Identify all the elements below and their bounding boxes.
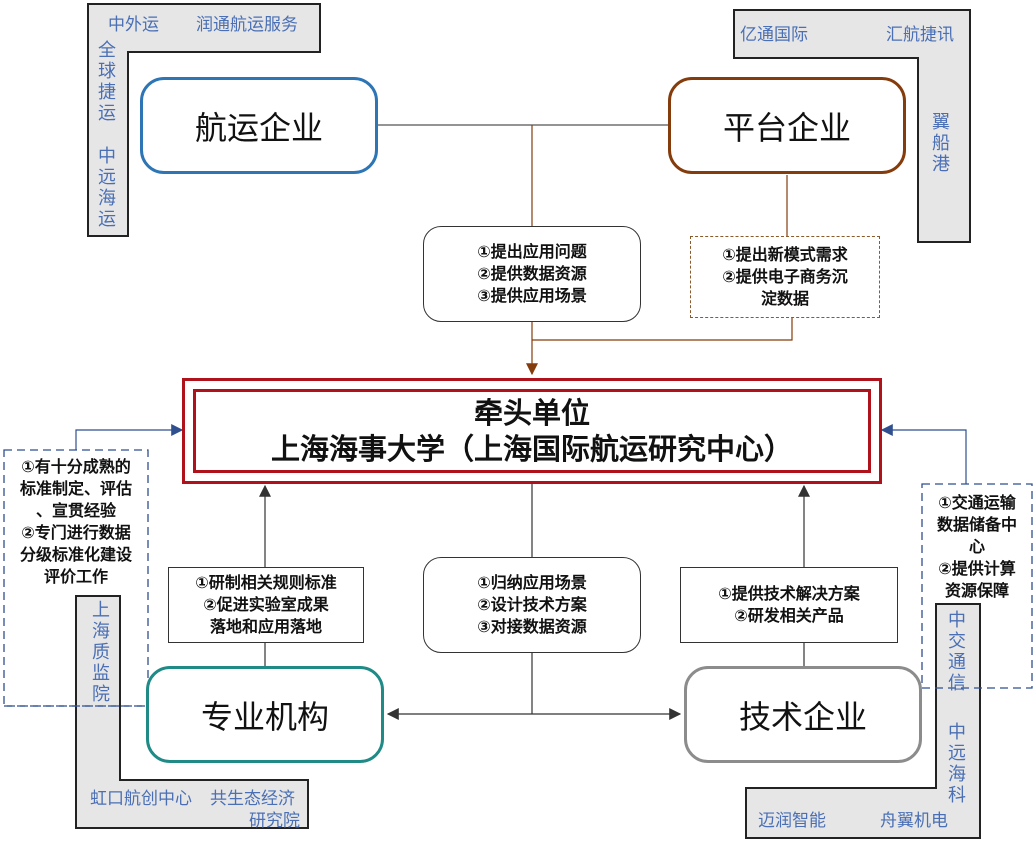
company-label: 全球捷运 xyxy=(98,40,116,124)
company-label: 研究院 xyxy=(249,811,300,831)
arrow-left-to-lead xyxy=(75,424,184,450)
lead-unit-box: 牵头单位 上海海事大学（上海国际航运研究中心） xyxy=(182,378,882,484)
company-label: 中远海科 xyxy=(948,722,966,806)
lead-subtitle: 上海海事大学（上海国际航运研究中心） xyxy=(270,432,793,466)
link-platform-to-lead xyxy=(532,318,793,341)
note-shipping: ①提出应用问题 ②提供数据资源 ③提供应用场景 xyxy=(423,226,641,322)
note-institution-line: 落地和应用落地 xyxy=(209,617,322,636)
group-panel-bottom-right xyxy=(745,603,981,839)
group-panel-top-left xyxy=(87,3,321,237)
entity-tech: 技术企业 xyxy=(684,666,922,763)
note-tech-line: ①提供技术解决方案 xyxy=(718,584,860,603)
note-center: ①归纳应用场景 ②设计技术方案 ③对接数据资源 xyxy=(423,557,641,653)
entity-platform: 平台企业 xyxy=(668,77,906,174)
note-tech: ①提供技术解决方案 ②研发相关产品 xyxy=(680,567,898,643)
note-right-line: 心 xyxy=(968,537,985,556)
group-panel-bottom-left xyxy=(75,595,309,829)
entity-institution: 专业机构 xyxy=(146,666,384,763)
company-label: 舟翼机电 xyxy=(880,811,948,831)
note-institution-line: ②促进实验室成果 xyxy=(203,595,329,614)
note-shipping-line: ③提供应用场景 xyxy=(477,286,587,305)
company-label: 虹口航创中心 xyxy=(90,789,192,809)
note-shipping-line: ②提供数据资源 xyxy=(477,264,587,283)
entity-shipping: 航运企业 xyxy=(140,77,378,174)
note-right-line: ②提供计算 xyxy=(938,559,1016,578)
company-label: 中外运 xyxy=(108,15,159,35)
note-center-line: ①归纳应用场景 xyxy=(477,573,587,592)
note-platform-line: ②提供电子商务沉 xyxy=(722,267,848,286)
entity-institution-label: 专业机构 xyxy=(200,697,329,736)
note-left-line: ②专门进行数据 xyxy=(21,523,131,542)
note-shipping-line: ①提出应用问题 xyxy=(477,242,587,261)
group-panel-top-right xyxy=(733,9,971,243)
note-right-line: 资源保障 xyxy=(944,581,1009,600)
note-left-line: ①有十分成熟的 xyxy=(21,457,131,476)
entity-shipping-label: 航运企业 xyxy=(194,108,323,147)
note-center-line: ②设计技术方案 xyxy=(477,595,587,614)
entity-tech-label: 技术企业 xyxy=(738,697,867,736)
note-right-line: ①交通运输 xyxy=(938,493,1016,512)
note-platform: ①提出新模式需求 ②提供电子商务沉 淀数据 xyxy=(690,236,880,318)
right-dashed-frame xyxy=(921,483,1033,689)
note-institution-line: ①研制相关规则标准 xyxy=(195,573,337,592)
company-label: 汇航捷讯 xyxy=(886,25,954,45)
note-platform-line: 淀数据 xyxy=(760,289,809,308)
note-center-line: ③对接数据资源 xyxy=(477,617,587,636)
note-left-line: 分级标准化建设 xyxy=(19,545,132,564)
note-left-line: 、宣贯经验 xyxy=(35,501,116,520)
lead-title: 牵头单位 xyxy=(473,396,590,430)
note-left-side: ①有十分成熟的 标准制定、评估 、宣贯经验 ②专门进行数据 分级标准化建设 评价… xyxy=(6,456,146,588)
note-tech-line: ②研发相关产品 xyxy=(734,606,844,625)
company-label: 上海质监院 xyxy=(92,600,110,705)
note-right-side: ①交通运输 数据储备中 心 ②提供计算 资源保障 xyxy=(924,492,1030,602)
company-label: 翼船港 xyxy=(932,112,950,175)
company-label: 迈润智能 xyxy=(758,811,826,831)
company-label: 中远海运 xyxy=(98,146,116,230)
company-label: 亿通国际 xyxy=(740,25,808,45)
note-left-line: 评价工作 xyxy=(43,567,108,586)
note-platform-line: ①提出新模式需求 xyxy=(722,245,848,264)
company-label: 中交通信 xyxy=(948,610,966,694)
company-label: 共生态经济 xyxy=(210,789,295,809)
company-label: 润通航运服务 xyxy=(196,15,298,35)
entity-platform-label: 平台企业 xyxy=(722,108,851,147)
note-right-line: 数据储备中 xyxy=(936,515,1017,534)
note-left-line: 标准制定、评估 xyxy=(19,479,132,498)
note-institution: ①研制相关规则标准 ②促进实验室成果 落地和应用落地 xyxy=(168,567,364,643)
arrow-right-to-lead xyxy=(880,424,967,484)
